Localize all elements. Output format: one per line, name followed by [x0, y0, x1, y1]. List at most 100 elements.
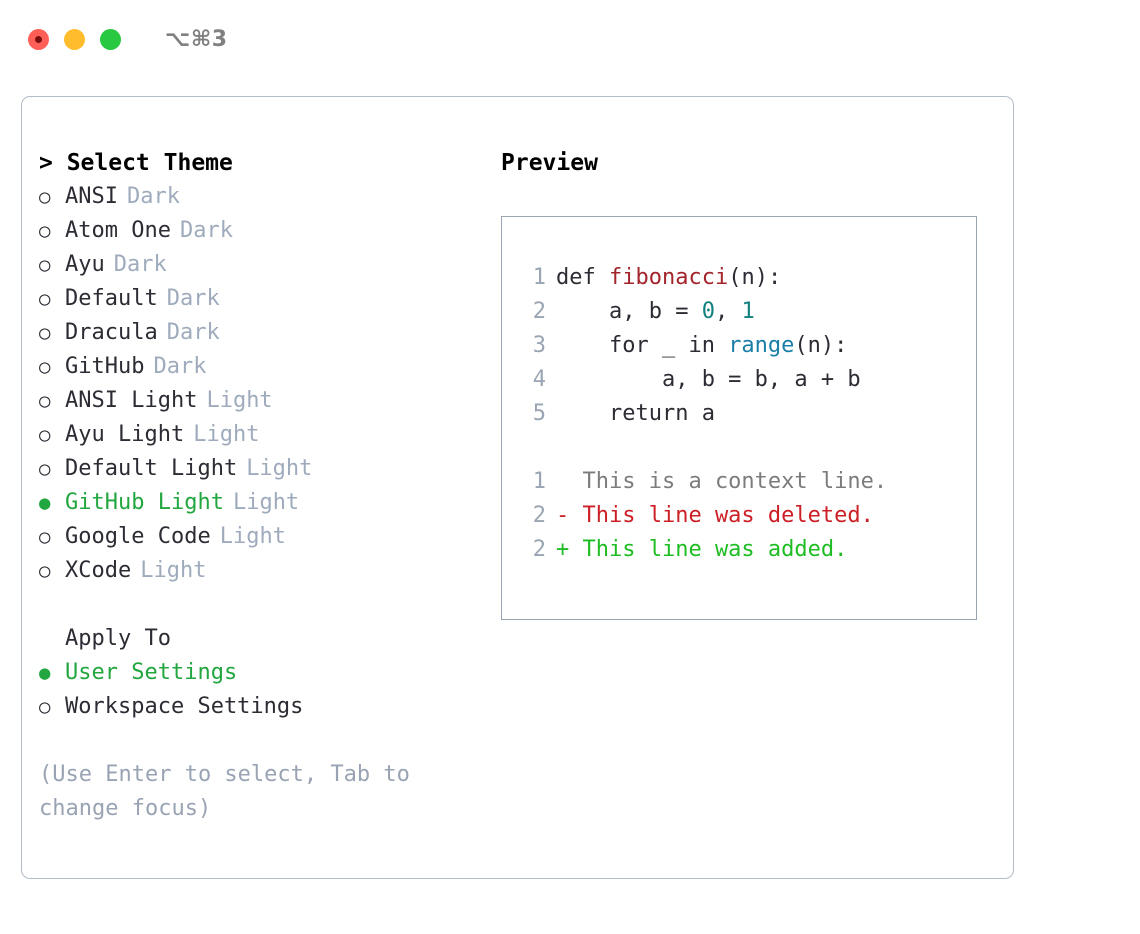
code-token-plain: return a	[556, 401, 715, 426]
apply-to-section: Apply To ● User Settings ○ Workspace Settin…	[39, 622, 479, 724]
diff-text: + This line was added.	[556, 537, 848, 562]
code-token-num: 1	[741, 299, 755, 324]
radio-unselected-icon: ○	[39, 254, 51, 276]
theme-variant-badge: Light	[206, 388, 273, 413]
radio-unselected-icon: ○	[39, 288, 51, 310]
line-number: 2	[532, 537, 546, 562]
theme-variant-badge: Light	[193, 422, 260, 447]
radio-unselected-icon: ○	[39, 560, 51, 582]
close-button[interactable]	[28, 28, 49, 50]
apply-to-option-workspace-settings[interactable]: ○ Workspace Settings	[39, 690, 479, 724]
title-bar: ⌥⌘3	[0, 0, 1140, 78]
code-line: 5 return a	[522, 397, 976, 431]
code-token-plain: (n):	[728, 265, 782, 290]
theme-variant-badge: Dark	[153, 354, 207, 379]
line-number: 3	[532, 333, 546, 358]
code-token-plain: a, b =	[556, 299, 702, 324]
theme-name: Atom One	[65, 218, 171, 243]
radio-unselected-icon: ○	[39, 458, 51, 480]
line-number: 2	[532, 299, 546, 324]
code-diff-separator	[522, 431, 976, 465]
theme-name: Default	[65, 286, 158, 311]
radio-unselected-icon: ○	[39, 220, 51, 242]
apply-to-option-user-settings[interactable]: ● User Settings	[39, 656, 479, 690]
diff-block: 1 This is a context line. 2 - This line wa…	[522, 465, 976, 567]
radio-unselected-icon: ○	[39, 424, 51, 446]
theme-name: Dracula	[65, 320, 158, 345]
theme-variant-badge: Dark	[113, 252, 167, 277]
theme-name: Ayu Light	[65, 422, 185, 447]
line-number: 5	[532, 401, 546, 426]
radio-unselected-icon: ○	[39, 356, 51, 378]
code-line: 1 def fibonacci(n):	[522, 261, 976, 295]
theme-option-xcode[interactable]: ○ XCode Light	[39, 554, 479, 588]
code-line: 3 for _ in range(n):	[522, 329, 976, 363]
theme-variant-badge: Dark	[166, 286, 220, 311]
apply-to-header: Apply To	[65, 626, 171, 651]
radio-unselected-icon: ○	[39, 322, 51, 344]
theme-name: Default Light	[65, 456, 238, 481]
theme-option-google-code[interactable]: ○ Google Code Light	[39, 520, 479, 554]
radio-selected-icon: ●	[39, 492, 51, 514]
code-token-num: 0	[701, 299, 715, 324]
minimize-button[interactable]	[64, 28, 85, 50]
theme-option-atom-one[interactable]: ○ Atom One Dark	[39, 214, 479, 248]
radio-unselected-icon: ○	[39, 696, 51, 718]
line-number: 1	[532, 469, 546, 494]
radio-unselected-icon: ○	[39, 526, 51, 548]
code-token-fn: fibonacci	[608, 265, 729, 290]
theme-option-ayu-light[interactable]: ○ Ayu Light Light	[39, 418, 479, 452]
preview-header: Preview	[501, 150, 598, 176]
theme-option-default[interactable]: ○ Default Dark	[39, 282, 479, 316]
diff-text: - This line was deleted.	[556, 503, 874, 528]
line-number: 1	[532, 265, 546, 290]
code-token-call: range	[728, 333, 795, 358]
theme-name: Ayu	[65, 252, 105, 277]
code-token-plain: ,	[714, 299, 742, 324]
code-line: 4 a, b = b, a + b	[522, 363, 976, 397]
theme-option-dracula[interactable]: ○ Dracula Dark	[39, 316, 479, 350]
theme-variant-badge: Dark	[166, 320, 220, 345]
line-number: 4	[532, 367, 546, 392]
theme-variant-badge: Light	[219, 524, 286, 549]
theme-variant-badge: Light	[246, 456, 313, 481]
apply-to-list[interactable]: ● User Settings ○ Workspace Settings	[39, 656, 479, 724]
window-controls	[28, 28, 121, 50]
diff-line-add: 2 + This line was added.	[522, 533, 976, 567]
theme-name: XCode	[65, 558, 132, 583]
radio-selected-icon: ●	[39, 662, 51, 684]
apply-to-label: Workspace Settings	[65, 694, 304, 719]
apply-to-label: User Settings	[65, 660, 238, 685]
theme-option-ayu[interactable]: ○ Ayu Dark	[39, 248, 479, 282]
select-theme-header: > Select Theme	[39, 150, 233, 176]
code-line: 2 a, b = 0, 1	[522, 295, 976, 329]
diff-line-del: 2 - This line was deleted.	[522, 499, 976, 533]
maximize-button[interactable]	[100, 28, 121, 50]
theme-variant-badge: Light	[232, 490, 300, 515]
theme-name: GitHub	[65, 354, 145, 379]
theme-name: Google Code	[65, 524, 211, 549]
code-token-plain: def	[556, 265, 609, 290]
code-token-plain: (n):	[794, 333, 848, 358]
theme-variant-badge: Dark	[126, 184, 180, 209]
theme-variant-badge: Dark	[179, 218, 233, 243]
keyboard-hint-text: (Use Enter to select, Tab to change focu…	[39, 762, 410, 821]
theme-variant-badge: Light	[140, 558, 207, 583]
theme-name: ANSI	[65, 184, 118, 209]
diff-text: This is a context line.	[556, 469, 888, 494]
theme-name: ANSI Light	[65, 388, 198, 413]
theme-option-default-light[interactable]: ○ Default Light Light	[39, 452, 479, 486]
code-token-plain: for _ in	[556, 333, 729, 358]
line-number: 2	[532, 503, 546, 528]
theme-option-github[interactable]: ○ GitHub Dark	[39, 350, 479, 384]
code-token-plain: a, b = b, a + b	[556, 367, 861, 392]
close-icon	[35, 35, 42, 43]
